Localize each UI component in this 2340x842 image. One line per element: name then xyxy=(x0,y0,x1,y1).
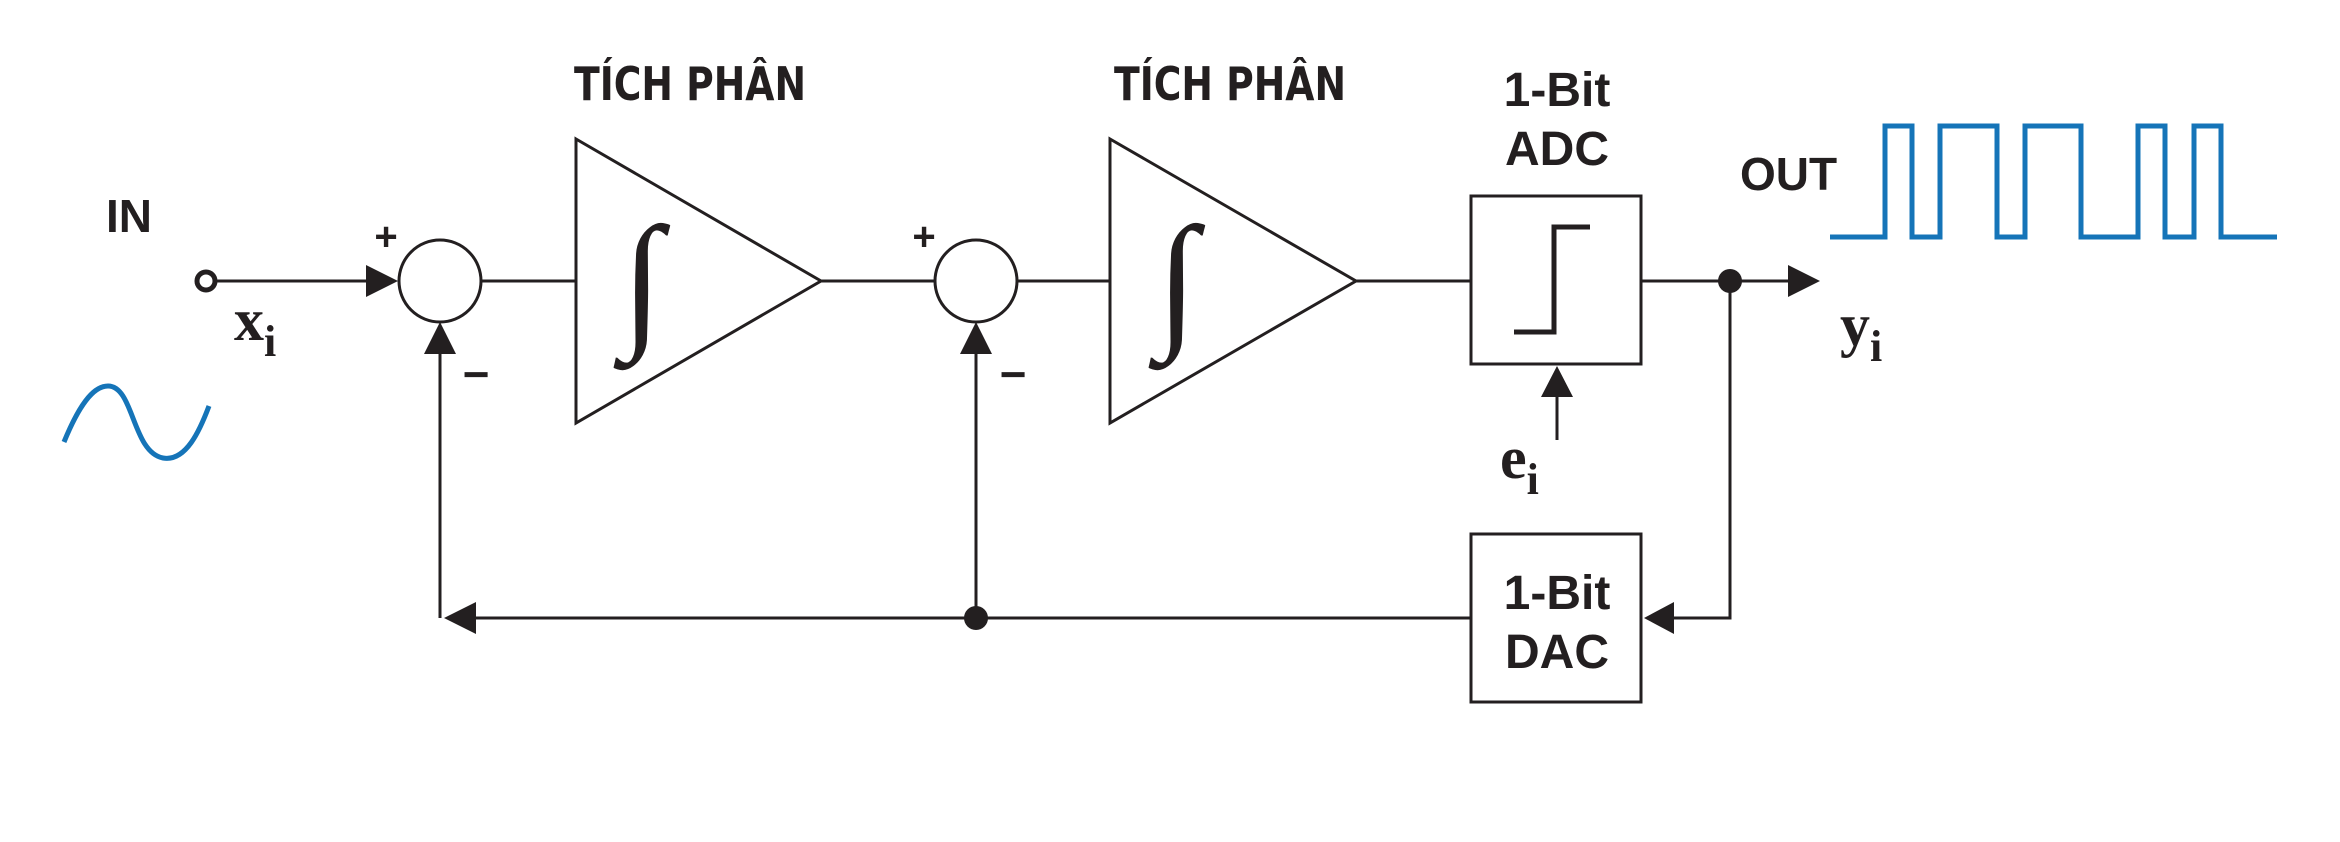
input-terminal xyxy=(194,269,218,293)
dac-label-line2: DAC xyxy=(1505,626,1609,679)
sum1-feedback-arrow xyxy=(424,322,456,354)
dac-block xyxy=(1469,532,1643,704)
dac-label-line1: 1-Bit xyxy=(1504,567,1611,620)
plus-sign-2: + xyxy=(912,215,935,259)
y-output-label: yi xyxy=(1840,292,1882,371)
integrator-1 xyxy=(574,136,824,426)
integral-symbol-1: ∫ xyxy=(613,197,670,371)
integrator1-title: TÍCH PHÂN xyxy=(574,56,806,111)
adc-label-line2: ADC xyxy=(1505,123,1609,176)
error-label: ei xyxy=(1500,425,1539,504)
adc-label-line1: 1-Bit xyxy=(1504,64,1611,117)
output-arrow xyxy=(1788,265,1820,297)
feedback-left-arrow xyxy=(444,602,476,634)
out-label: OUT xyxy=(1740,148,1837,200)
in-label: IN xyxy=(106,190,152,242)
error-arrow xyxy=(1541,366,1573,397)
input-arrow xyxy=(366,265,398,297)
step-icon xyxy=(1514,224,1590,335)
integrator-2 xyxy=(1108,136,1360,426)
integrator2-title: TÍCH PHÂN xyxy=(1114,56,1346,111)
minus-sign-2: − xyxy=(1000,348,1027,400)
integral-symbol-2: ∫ xyxy=(1148,197,1205,371)
plus-sign-1: + xyxy=(374,215,397,259)
feedback-wire-out-dac xyxy=(1672,281,1732,620)
sine-wave-icon xyxy=(61,383,212,461)
summing-junction-2 xyxy=(933,238,1019,324)
minus-sign-1: − xyxy=(463,348,490,400)
summing-junction-1 xyxy=(397,238,483,324)
pulse-train-icon xyxy=(1830,123,2277,240)
sum2-feedback-arrow xyxy=(960,322,992,354)
dac-input-arrow xyxy=(1644,602,1674,634)
x-input-label: xi xyxy=(234,287,276,366)
